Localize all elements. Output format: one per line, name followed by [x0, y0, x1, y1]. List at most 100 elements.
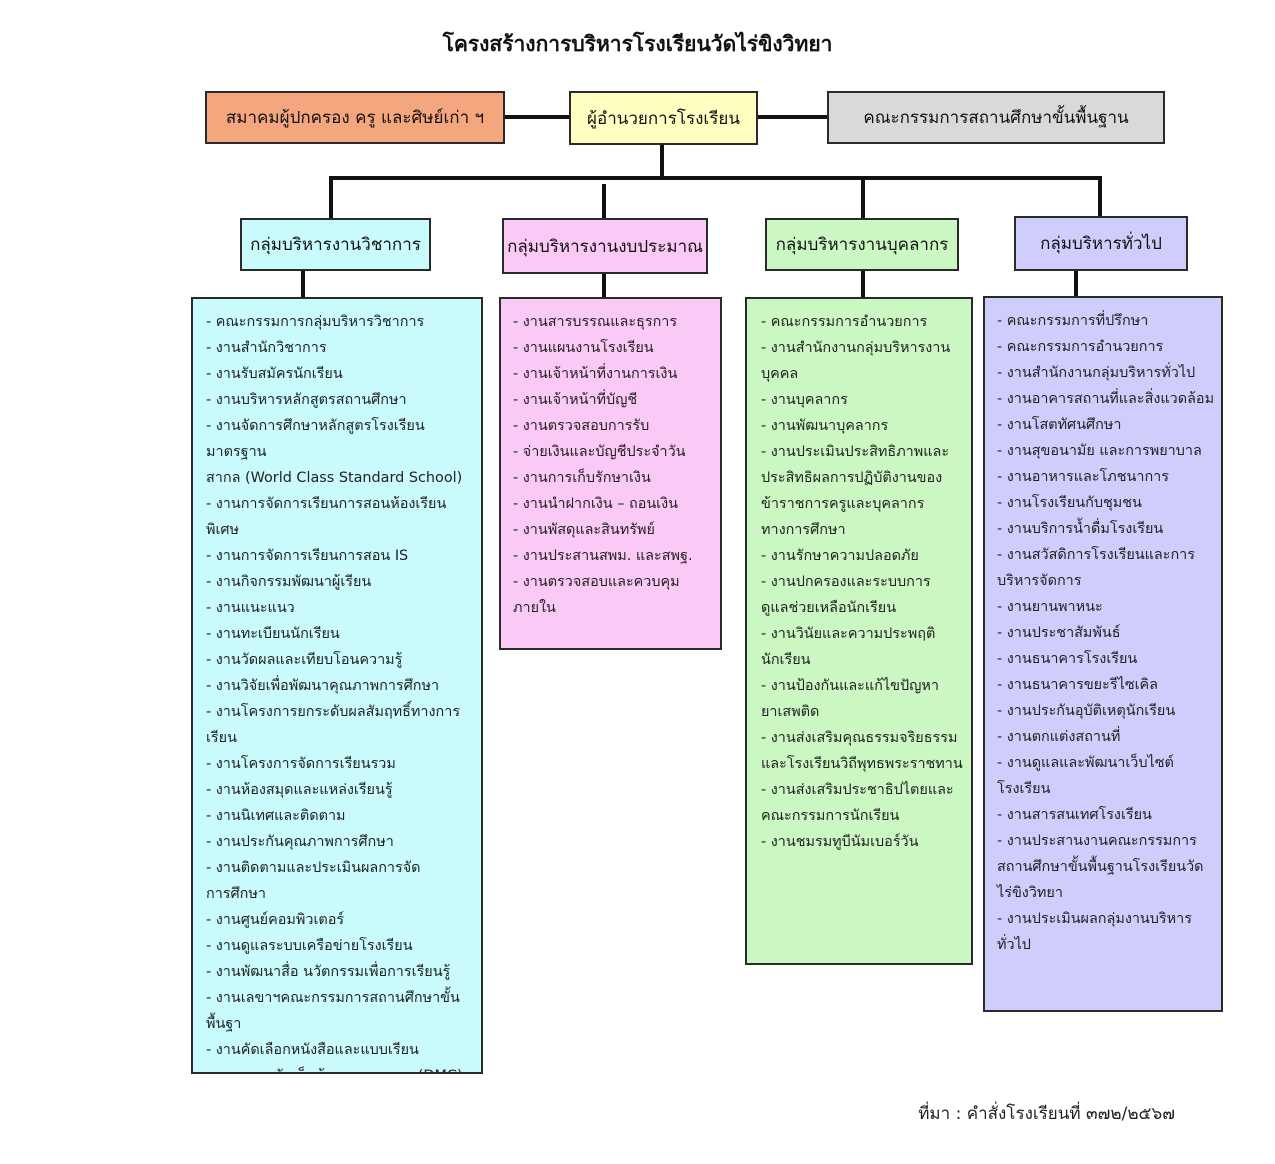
task-item: - งานการจัดการเรียนการสอนห้องเรียนพิเศษ [206, 496, 447, 538]
task-item: ทางการศึกษา [761, 522, 846, 538]
source-citation: ที่มา : คำสั่งโรงเรียนที่ ๓๗๒/๒๕๖๗ [918, 1104, 1175, 1124]
chart-title: โครงสร้างการบริหารโรงเรียนวัดไร่ขิงวิทยา [442, 32, 833, 56]
task-item: - คณะกรรมการที่ปรึกษา [997, 313, 1149, 329]
task-item: บุคคล [761, 366, 799, 382]
task-item: - งานสุขอนามัย และการพยาบาล [997, 443, 1202, 459]
parents-teachers-alumni-box: สมาคมผู้ปกครอง ครู และศิษย์เก่า ฯ [205, 91, 505, 144]
task-item: - งานป้องกันและแก้ไขปัญหา [761, 678, 939, 694]
task-item: - งานกิจกรรมพัฒนาผู้เรียน [206, 574, 372, 590]
task-item: นักเรียน [761, 652, 811, 668]
task-list-budget: - งานสารบรรณและธุรการ - งานแผนงานโรงเรียน… [499, 297, 722, 650]
task-item: - งานประชาสัมพันธ์ [997, 625, 1121, 641]
task-list-personnel: - คณะกรรมการอำนวยการ - งานสำนักงานกลุ่มบร… [745, 297, 973, 965]
task-item: - งานห้องสมุดและแหล่งเรียนรู้ [206, 782, 393, 798]
task-item: - งานประกันอุบัติเหตุนักเรียน [997, 703, 1176, 719]
task-item: - งานเจ้าหน้าที่บัญชี [513, 392, 638, 408]
task-item: - งานโครงการยกระดับผลสัมฤทธิ์ทางการเรียน [206, 704, 461, 746]
task-item: - งานโรงเรียนกับชุมชน [997, 495, 1142, 511]
task-item: ยาเสพติด [761, 704, 820, 720]
task-item: ไร่ขิงวิทยา [997, 885, 1063, 901]
task-item: - งานประเมินผลกลุ่มงานบริหาร [997, 911, 1192, 927]
task-item: - งานวินัยและความประพฤติ [761, 626, 936, 642]
task-item: - งานสำนักวิชาการ [206, 340, 327, 356]
task-item: - งานสวัสดิการโรงเรียนและการ [997, 547, 1195, 563]
task-item: สากล (World Class Standard School) [206, 470, 463, 486]
group-header-general-label: กลุ่มบริหารทั่วไป [1040, 234, 1162, 254]
task-item: - งานวิจัยเพื่อพัฒนาคุณภาพการศึกษา [206, 678, 440, 694]
task-item: - งานแผนงานโรงเรียน [513, 340, 654, 356]
task-item: - งานอาหารและโภชนาการ [997, 469, 1169, 485]
task-item: - งานส่งเสริมประชาธิปไตยและ [761, 782, 954, 798]
task-item: - งานแนะแนว [206, 600, 295, 616]
task-list-budget-items: - งานสารบรรณและธุรการ - งานแผนงานโรงเรียน… [513, 309, 714, 621]
task-item: - งานธนาคารโรงเรียน [997, 651, 1138, 667]
task-item: - งานนิเทศและติดตาม [206, 808, 346, 824]
task-item: - งานประสานสพม. และสพฐ. [513, 548, 693, 564]
task-item: - งานพัฒนาบุคลากร [761, 418, 889, 434]
task-item: - งานคัดเลือกหนังสือและแบบเรียน [206, 1042, 419, 1058]
parents-teachers-alumni-label: สมาคมผู้ปกครอง ครู และศิษย์เก่า ฯ [225, 108, 485, 128]
task-list-academic: - คณะกรรมการกลุ่มบริหารวิชาการ - งานสำนัก… [191, 297, 483, 1074]
task-item: - งานระบบจัดเก็บข้อมูลรายบุคคล (DMC) [206, 1063, 475, 1072]
task-item: - งานโครงการจัดการเรียนรวม [206, 756, 396, 772]
task-list-academic-items: - คณะกรรมการกลุ่มบริหารวิชาการ - งานสำนัก… [206, 309, 475, 1072]
task-item: - งานเลขาฯคณะกรรมการสถานศึกษาขั้นพื้นฐา [206, 990, 460, 1032]
task-item: - งานบริหารหลักสูตรสถานศึกษา [206, 392, 407, 408]
task-item: - งานติดตามและประเมินผลการจัด [206, 860, 421, 876]
task-list-personnel-items: - คณะกรรมการอำนวยการ - งานสำนักงานกลุ่มบร… [761, 309, 965, 855]
director-box: ผู้อำนวยการโรงเรียน [569, 91, 758, 145]
task-list-general-items: - คณะกรรมการที่ปรึกษา - คณะกรรมการอำนวยกา… [997, 308, 1215, 958]
task-item: - งานประกันคุณภาพการศึกษา [206, 834, 394, 850]
task-item: - งานตกแต่งสถานที่ [997, 729, 1121, 745]
task-item: - จ่ายเงินและบัญชีประจำวัน [513, 444, 686, 460]
task-item: ดูแลช่วยเหลือนักเรียน [761, 600, 897, 616]
task-item: - งานสำนักงานกลุ่มบริหารงาน [761, 340, 951, 356]
group-header-budget: กลุ่มบริหารงานงบประมาณ [502, 218, 708, 274]
task-item: - งานเจ้าหน้าที่งานการเงิน [513, 366, 678, 382]
task-item: คณะกรรมการนักเรียน [761, 808, 900, 824]
task-item: - งานปกครองและระบบการ [761, 574, 931, 590]
task-item: ประสิทธิผลการปฏิบัติงานของ [761, 470, 943, 486]
task-item: - คณะกรรมการกลุ่มบริหารวิชาการ [206, 314, 425, 330]
task-item: ทั่วไป [997, 937, 1031, 953]
task-item: การศึกษา [206, 886, 266, 902]
task-item: ข้าราชการครูและบุคลากร [761, 496, 925, 512]
task-item: - งานตรวจสอบการรับ [513, 418, 650, 434]
task-item: - งานพัฒนาสื่อ นวัตกรรมเพื่อการเรียนรู้ [206, 964, 451, 980]
task-item: - งานบุคลากร [761, 392, 848, 408]
task-item: - งานการเก็บรักษาเงิน [513, 470, 651, 486]
task-item: - งานดูแลระบบเครือข่ายโรงเรียน [206, 938, 413, 954]
task-item: และโรงเรียนวิถีพุทธพระราชทาน [761, 756, 963, 772]
task-item: - งานอาคารสถานที่และสิ่งแวดล้อม [997, 391, 1215, 407]
task-item: - งานรับสมัครนักเรียน [206, 366, 343, 382]
task-item: - งานจัดการศึกษาหลักสูตรโรงเรียนมาตรฐาน [206, 418, 425, 460]
group-header-personnel: กลุ่มบริหารงานบุคลากร [765, 218, 959, 271]
task-item: - งานดูแลและพัฒนาเว็บไซต์ [997, 755, 1174, 771]
task-item: - งานยานพาหนะ [997, 599, 1103, 615]
task-item: - งานโสตทัศนศึกษา [997, 417, 1122, 433]
task-item: - งานนำฝากเงิน – ถอนเงิน [513, 496, 678, 512]
task-item: โรงเรียน [997, 781, 1051, 797]
group-header-personnel-label: กลุ่มบริหารงานบุคลากร [775, 235, 949, 255]
task-item: - งานสารสนเทศโรงเรียน [997, 807, 1152, 823]
task-item: - งานธนาคารขยะรีไซเคิล [997, 677, 1158, 693]
task-item: - งานศูนย์คอมพิวเตอร์ [206, 912, 345, 928]
task-item: บริหารจัดการ [997, 573, 1082, 589]
task-item: - งานสารบรรณและธุรการ [513, 314, 678, 330]
task-item: - งานสำนักงานกลุ่มบริหารทั่วไป [997, 365, 1196, 381]
task-item: - งานส่งเสริมคุณธรรมจริยธรรม [761, 730, 958, 746]
task-item: - งานการจัดการเรียนการสอน IS [206, 548, 409, 564]
task-item: - งานชมรมทูบีนัมเบอร์วัน [761, 834, 919, 850]
task-list-general: - คณะกรรมการที่ปรึกษา - คณะกรรมการอำนวยกา… [983, 296, 1223, 1012]
basic-education-committee-label: คณะกรรมการสถานศึกษาขั้นพื้นฐาน [863, 108, 1129, 128]
task-item: ภายใน [513, 600, 556, 616]
group-header-academic: กลุ่มบริหารงานวิชาการ [240, 218, 431, 271]
task-item: - คณะกรรมการอำนวยการ [997, 339, 1164, 355]
task-item: - คณะกรรมการอำนวยการ [761, 314, 928, 330]
task-item: - งานพัสดุและสินทรัพย์ [513, 522, 655, 538]
basic-education-committee-box: คณะกรรมการสถานศึกษาขั้นพื้นฐาน [827, 91, 1165, 144]
task-item: - งานบริการน้ำดื่มโรงเรียน [997, 521, 1164, 537]
group-header-general: กลุ่มบริหารทั่วไป [1014, 216, 1188, 271]
group-header-budget-label: กลุ่มบริหารงานงบประมาณ [507, 236, 703, 257]
